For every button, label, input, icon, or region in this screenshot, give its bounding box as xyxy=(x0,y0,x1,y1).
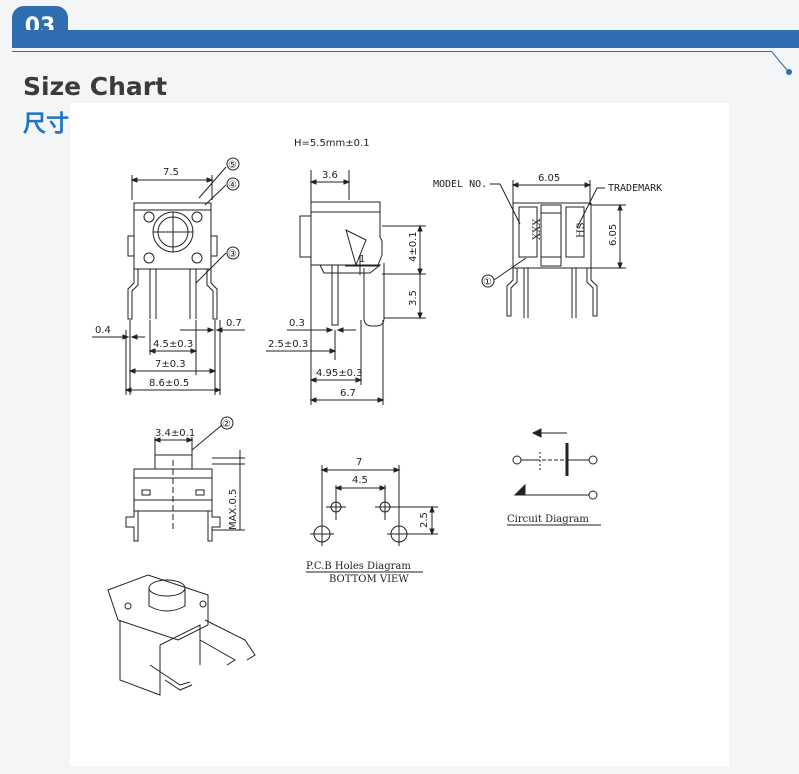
side-top-width: 3.6 xyxy=(322,170,338,181)
isometric-view xyxy=(107,574,256,696)
back-width: 6.05 xyxy=(538,173,560,184)
bottom-view: 3.4±0.1 ② MAX.0.5 xyxy=(125,416,245,542)
callout-2: ② xyxy=(222,419,231,430)
back-mark-right: HS xyxy=(576,222,587,238)
height-note: H=5.5mm±0.1 xyxy=(294,138,370,149)
pcb-title: P.C.B Holes Diagram xyxy=(306,561,411,572)
front-span: 7±0.3 xyxy=(155,359,186,370)
header-bar xyxy=(12,30,799,48)
side-view: H=5.5mm±0.1 3.6 4±0.1 3.5 1 0.3 2.5±0.3 … xyxy=(266,138,426,405)
side-height: 4±0.1 xyxy=(408,231,419,262)
callout-4: ④ xyxy=(228,180,237,191)
pcb-subtitle: BOTTOM VIEW xyxy=(329,574,409,585)
side-depth-1: 4.95±0.3 xyxy=(316,368,363,379)
circuit-diagram: Circuit Diagram xyxy=(507,428,601,526)
side-offset: 2.5±0.3 xyxy=(268,339,308,350)
header-underline xyxy=(12,51,772,52)
front-view: 7.5 ⑤ ④ ③ 0.4 0.7 4.5±0.3 7±0.3 8.6±0. xyxy=(92,157,245,395)
back-height: 6.05 xyxy=(608,224,619,246)
front-width-label: 7.5 xyxy=(163,167,179,178)
front-right-dim: 0.7 xyxy=(226,318,242,329)
callout-5: ⑤ xyxy=(228,160,237,171)
page-title: Size Chart xyxy=(23,72,168,101)
front-pitch: 4.5±0.3 xyxy=(153,339,193,350)
side-pin: 0.3 xyxy=(289,318,305,329)
front-overall: 8.6±0.5 xyxy=(149,378,189,389)
back-view: MODEL NO. TRADEMARK 6.05 XXX HS 6.05 ① xyxy=(433,173,662,318)
bottom-max: MAX.0.5 xyxy=(228,489,239,530)
callout-1: ① xyxy=(483,277,492,288)
side-depth-2: 6.7 xyxy=(340,388,356,399)
bottom-width: 3.4±0.1 xyxy=(155,428,195,439)
header-line-end xyxy=(771,51,792,75)
side-small-dim: 1 xyxy=(359,254,365,265)
trademark-label: TRADEMARK xyxy=(608,183,662,194)
pcb-height-25: 2.5 xyxy=(419,512,430,528)
back-mark-left: XXX xyxy=(532,218,543,240)
pcb-holes-view: 7 4.5 2.5 P.C.B Holes Diagram BOTTOM VIE… xyxy=(306,457,438,585)
circuit-title: Circuit Diagram xyxy=(507,514,589,525)
model-no-label: MODEL NO. xyxy=(433,179,487,190)
pcb-width-7: 7 xyxy=(356,457,362,468)
callout-3: ③ xyxy=(228,249,237,260)
side-lead-length: 3.5 xyxy=(408,290,419,306)
pcb-width-45: 4.5 xyxy=(352,475,368,486)
front-pin-width: 0.4 xyxy=(95,325,111,336)
